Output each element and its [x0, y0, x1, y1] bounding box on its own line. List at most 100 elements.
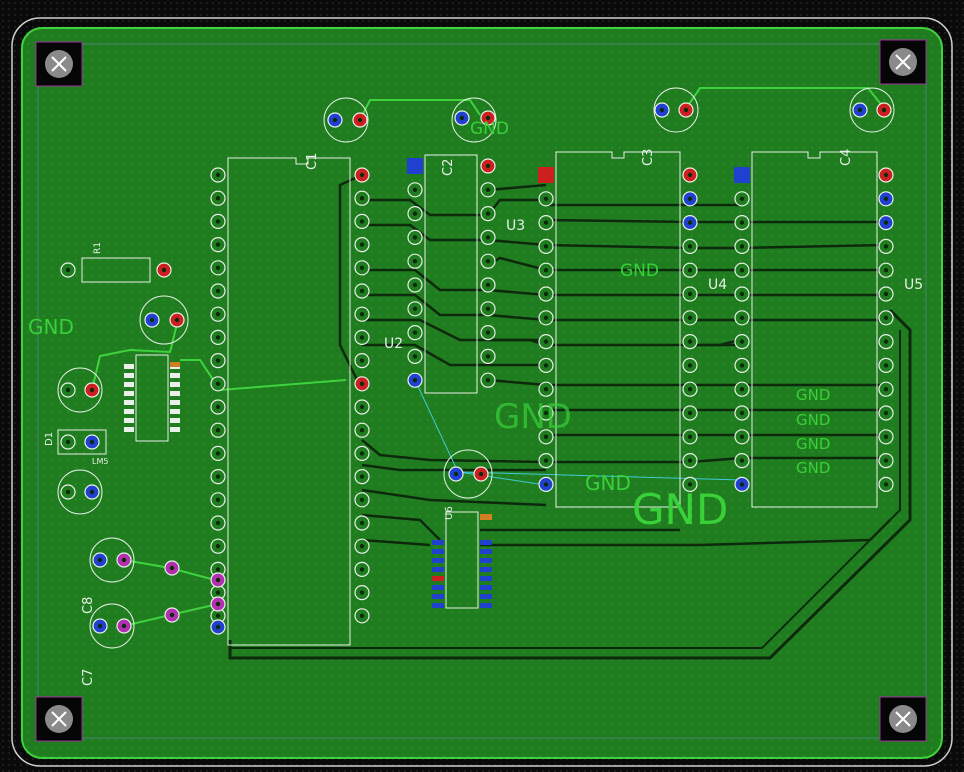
smd-pad[interactable] [124, 364, 134, 369]
pad-hole [485, 354, 491, 359]
copper-pour-grid [22, 28, 942, 758]
pad-hole [215, 335, 221, 340]
pad-hole [65, 267, 71, 273]
ic-u2-outline[interactable] [227, 157, 351, 646]
pad-hole [359, 381, 365, 386]
pad-hole [543, 196, 549, 201]
smd-pad[interactable] [432, 549, 444, 554]
smd-pad[interactable] [480, 540, 492, 545]
label-c7: C7 [81, 669, 96, 686]
pad-hole [687, 291, 693, 297]
pad-hole [687, 268, 693, 273]
pad-hole [359, 451, 365, 456]
pad-hole [215, 381, 221, 386]
label-u2: U2 [384, 336, 403, 352]
pad-hole [215, 590, 221, 595]
smd-pad[interactable] [170, 382, 180, 387]
x-cross-icon [51, 56, 67, 72]
smd-pad[interactable] [170, 409, 180, 414]
pad-hole [215, 242, 221, 247]
pad-hole [739, 482, 745, 487]
gnd-label-u5-4: GND [796, 459, 830, 477]
resistor-r1-outline[interactable] [81, 257, 151, 283]
smd-pad[interactable] [124, 382, 134, 387]
mounting-hole-bottom-left[interactable] [35, 696, 83, 742]
pads-layer [60, 102, 894, 635]
pad-hole [883, 387, 889, 392]
smd-pad[interactable] [432, 576, 444, 581]
smd-pad[interactable] [734, 167, 750, 183]
pad-hole [883, 220, 889, 225]
smd-pad[interactable] [124, 418, 134, 423]
smd-pad[interactable] [432, 558, 444, 563]
pad-hole [543, 387, 549, 392]
smd-pad[interactable] [480, 514, 492, 520]
pad-hole [485, 306, 491, 311]
pad-hole [169, 612, 175, 618]
smd-pad[interactable] [407, 158, 423, 174]
smd-pad[interactable] [432, 567, 444, 572]
ic-u4-outline[interactable] [555, 151, 681, 508]
label-u3: U3 [506, 218, 525, 234]
smd-pad[interactable] [480, 558, 492, 563]
mounting-hole-top-right[interactable] [879, 39, 927, 85]
gnd-label-bottom: GND [585, 471, 631, 495]
pad-hole [215, 358, 221, 363]
mounting-hole-top-left[interactable] [35, 41, 83, 87]
pad-hole [359, 312, 365, 317]
pad-hole [883, 315, 889, 320]
smd-pad[interactable] [170, 427, 180, 432]
smd-pad[interactable] [480, 576, 492, 581]
smd-pad[interactable] [170, 373, 180, 378]
smd-pad[interactable] [170, 418, 180, 423]
pad-hole [359, 172, 365, 178]
pad-hole [485, 115, 491, 121]
pad-hole [883, 172, 889, 178]
pad-hole [215, 601, 221, 607]
smd-pad[interactable] [432, 603, 444, 608]
smd-pad[interactable] [432, 540, 444, 545]
pad-hole [883, 339, 889, 344]
mounting-hole-bottom-right[interactable] [879, 696, 927, 742]
ic-u6-outline[interactable] [445, 511, 479, 609]
pad-hole [739, 387, 745, 392]
smd-pad[interactable] [538, 167, 554, 183]
pad-hole [215, 265, 221, 270]
smd-pad[interactable] [170, 362, 180, 367]
smd-pad[interactable] [124, 400, 134, 405]
smd-pad[interactable] [480, 585, 492, 590]
pad-hole [412, 187, 418, 192]
pad-hole [485, 235, 491, 240]
smd-pad[interactable] [124, 391, 134, 396]
smd-pad[interactable] [170, 391, 180, 396]
pad-hole [412, 259, 418, 264]
smd-pad[interactable] [480, 549, 492, 554]
pad-hole [543, 482, 549, 487]
pad-hole [485, 330, 491, 335]
ic-u5-outline[interactable] [751, 151, 878, 508]
smd-pad[interactable] [124, 427, 134, 432]
copper-pour-border [21, 27, 943, 759]
smd-pad[interactable] [170, 400, 180, 405]
ic-c2-outline[interactable] [424, 154, 478, 394]
smd-pad[interactable] [480, 594, 492, 599]
ic-lm5-outline[interactable] [135, 354, 169, 442]
smd-pad[interactable] [432, 585, 444, 590]
pad-hole [543, 434, 549, 439]
smd-pad[interactable] [480, 567, 492, 572]
pad-hole [485, 211, 491, 216]
gnd-label-u5-1: GND [796, 386, 830, 404]
pad-hole [739, 220, 745, 225]
label-u6: U6 [444, 506, 455, 520]
diode-d1-outline[interactable] [57, 429, 107, 455]
smd-pad[interactable] [432, 594, 444, 599]
pad-hole [485, 378, 491, 383]
pad-hole [359, 335, 365, 340]
smd-pad[interactable] [480, 603, 492, 608]
pad-hole [883, 268, 889, 273]
pad-hole [412, 282, 418, 288]
pad-hole [883, 458, 889, 463]
smd-pad[interactable] [124, 409, 134, 414]
smd-pad[interactable] [124, 373, 134, 378]
